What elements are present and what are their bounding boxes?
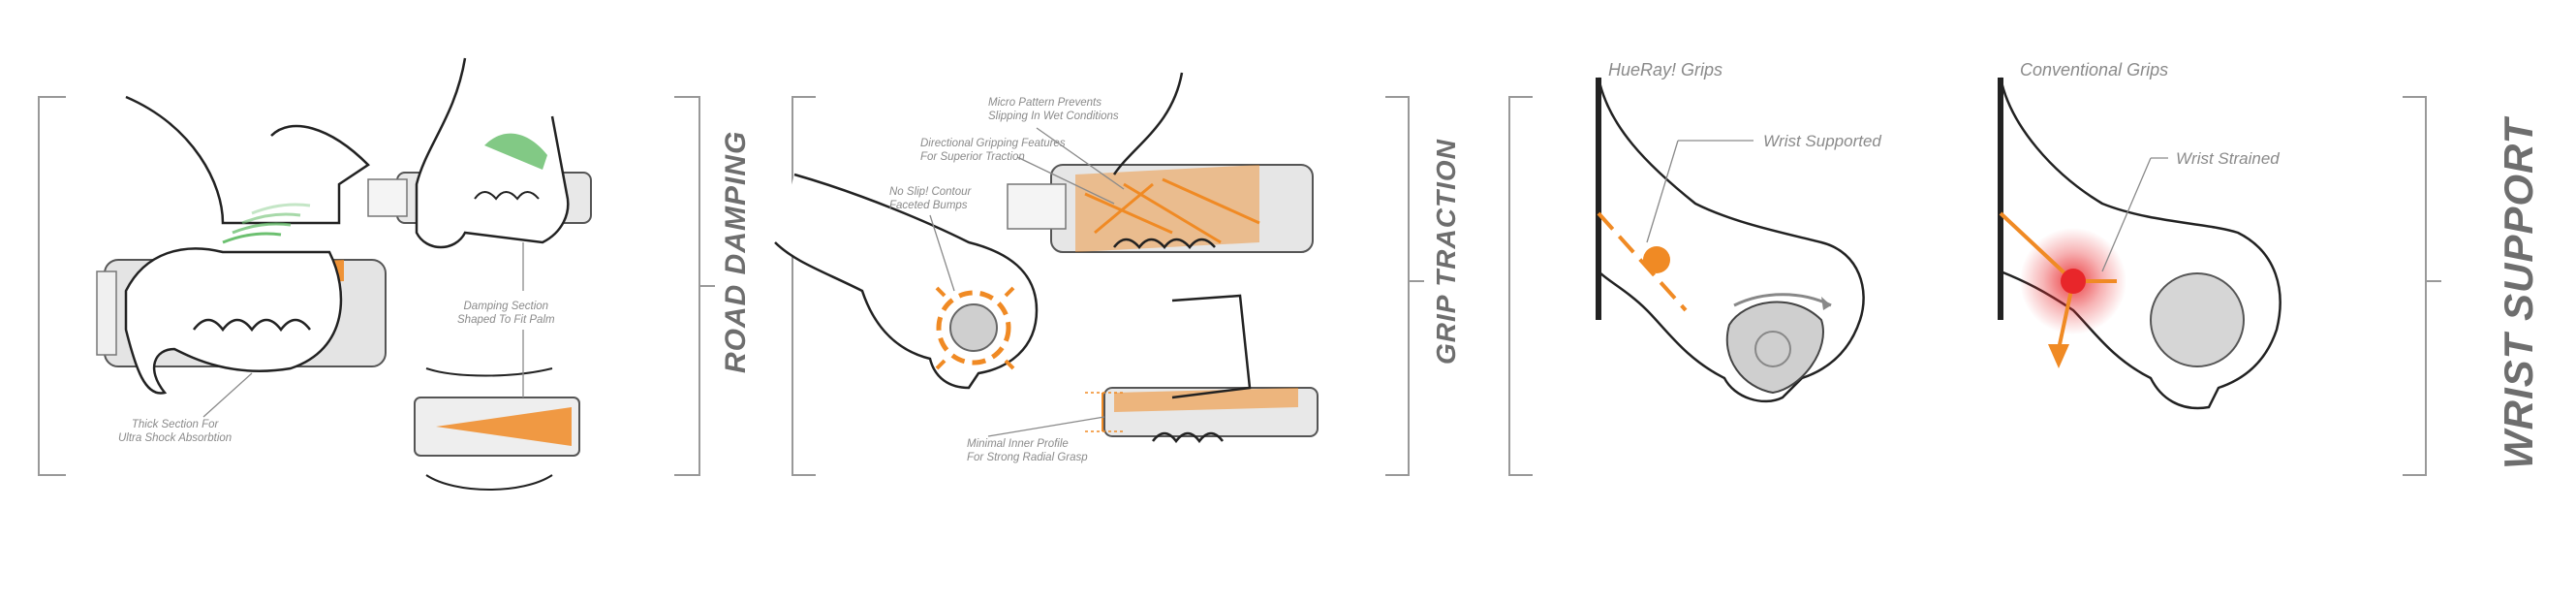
micro-pattern-callout: Micro Pattern Prevents Slipping In Wet C…	[988, 97, 1119, 123]
minimal-profile-callout: Minimal Inner Profile For Strong Radial …	[967, 438, 1088, 464]
thick-section-callout: Thick Section For Ultra Shock Absorbtion	[118, 419, 232, 445]
faceted-bumps-ring	[936, 290, 1011, 366]
hueray-grip-end	[1725, 301, 1824, 395]
left-bracket	[38, 96, 66, 476]
wrist-support-panel: HueRay! Grips Conventional Grips Wrist S…	[1473, 0, 2576, 604]
conventional-grip-end	[2150, 272, 2245, 367]
micro-callout-line1: Micro Pattern Prevents	[988, 97, 1102, 109]
directional-callout-line2: For Superior Traction	[920, 150, 1025, 163]
thick-callout-line1: Thick Section For	[131, 419, 219, 430]
bottom-traction-grip	[1085, 294, 1319, 444]
no-slip-callout-line1: No Slip! Contour	[889, 186, 972, 198]
palm-damping-highlight	[484, 133, 547, 170]
wrist-support-title: WRIST SUPPORT	[2496, 117, 2541, 469]
strained-wrist-dot	[2061, 269, 2086, 294]
micro-pattern-lines	[1084, 177, 1260, 244]
micro-callout-line2: Slipping In Wet Conditions	[988, 110, 1119, 122]
directional-callout: Directional Gripping Features For Superi…	[920, 138, 1066, 164]
directional-callout-line1: Directional Gripping Features	[920, 138, 1066, 149]
fist-grip-end-view	[774, 173, 1039, 390]
road-damping-illustration	[38, 57, 715, 491]
strain-arrow	[2048, 344, 2069, 368]
wrist-strained-callout: Wrist Strained	[2176, 149, 2280, 168]
left-bracket	[791, 96, 816, 476]
grip-traction-panel: Micro Pattern Prevents Slipping In Wet C…	[717, 0, 1473, 604]
right-bracket	[674, 96, 700, 476]
minimal-callout-line2: For Strong Radial Grasp	[967, 451, 1088, 463]
hueray-grips-heading: HueRay! Grips	[1608, 60, 1723, 79]
grip-traction-title: GRIP TRACTION	[1431, 139, 1461, 365]
wrist-joint-dot	[1643, 246, 1670, 273]
left-bracket	[1508, 96, 1533, 476]
conventional-arm-diagram	[1998, 77, 2281, 410]
main-grip-with-hand	[96, 95, 387, 395]
conventional-grips-heading: Conventional Grips	[2020, 60, 2169, 79]
right-bracket	[1385, 96, 1410, 476]
damping-callout-line2: Shaped To Fit Palm	[457, 313, 555, 326]
road-damping-panel: Damping Section Shaped To Fit Palm Thick…	[0, 0, 752, 604]
no-slip-callout-line2: Faceted Bumps	[889, 199, 968, 211]
damping-callout-line1: Damping Section	[463, 301, 549, 312]
top-grip-with-hand	[367, 57, 592, 249]
wrist-supported-callout: Wrist Supported	[1763, 132, 1881, 150]
minimal-callout-line1: Minimal Inner Profile	[967, 438, 1069, 450]
wrist-support-illustration	[1508, 77, 2441, 476]
damping-section-callout: Damping Section Shaped To Fit Palm	[457, 301, 555, 327]
damping-section-highlight	[436, 407, 572, 446]
hueray-arm-diagram	[1596, 77, 1865, 403]
no-slip-callout: No Slip! Contour Faceted Bumps	[889, 186, 971, 212]
thick-callout-line2: Ultra Shock Absorbtion	[118, 431, 233, 444]
grip-traction-illustration	[774, 72, 1424, 476]
bottom-grip-detail	[414, 367, 580, 491]
right-bracket	[2403, 96, 2427, 476]
wrist-alignment-line	[1597, 211, 1688, 312]
